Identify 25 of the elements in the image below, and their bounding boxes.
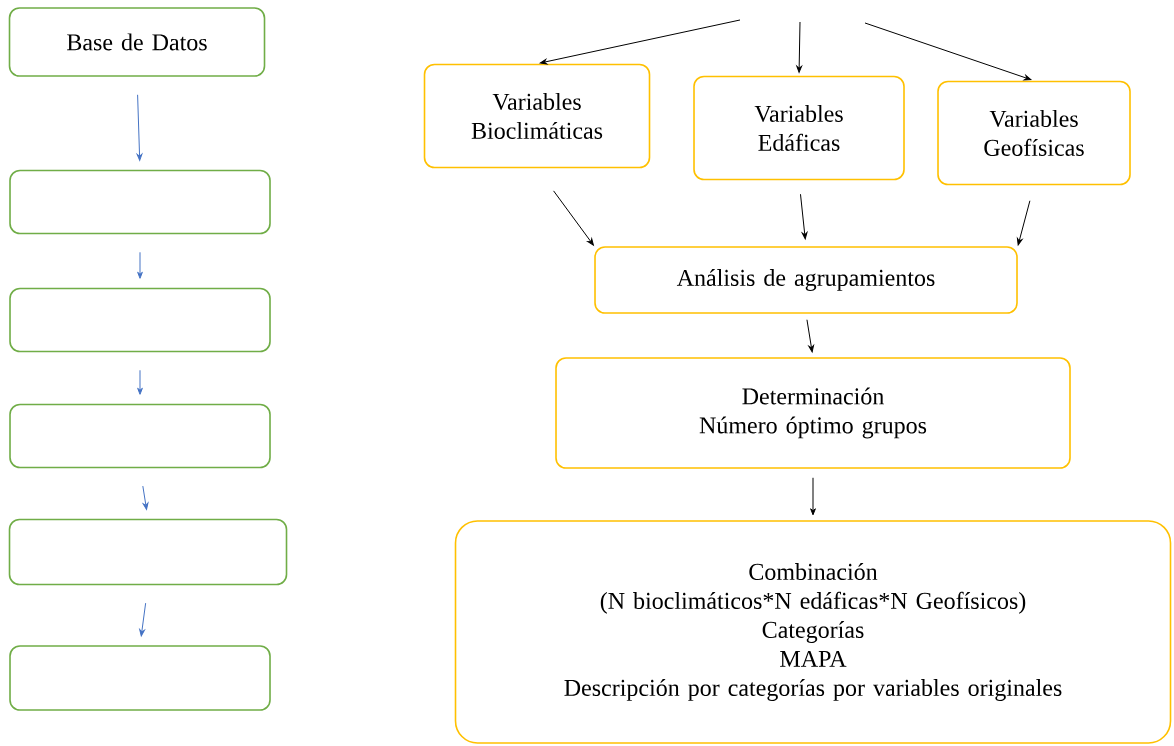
empty-box <box>9 403 271 469</box>
process-box: Base de Datos <box>8 7 266 77</box>
process-box: Combinación (N bioclimáticos*N edáficas*N Geofísicos) Categorías MAPA Descripción por categorías por variables originales <box>454 520 1172 744</box>
arrow <box>539 19 741 65</box>
arrow <box>806 319 815 353</box>
process-box: Análisis de agrupamientos <box>594 246 1018 314</box>
empty-box <box>9 169 271 235</box>
arrow <box>137 251 143 279</box>
arrow <box>142 485 149 510</box>
arrow <box>136 94 143 161</box>
arrow <box>139 602 147 637</box>
process-box: Variables Geofísicas <box>937 80 1131 186</box>
arrow <box>810 477 816 516</box>
arrow <box>796 21 803 73</box>
empty-box <box>8 518 288 586</box>
process-box: Determinación Número óptimo grupos <box>555 357 1071 469</box>
arrow <box>800 193 808 240</box>
process-box: Variables Bioclimáticas <box>423 63 651 169</box>
arrow <box>864 22 1032 81</box>
arrow <box>1016 200 1031 246</box>
empty-box <box>9 287 271 353</box>
process-box: Variables Edáficas <box>693 75 905 181</box>
arrow <box>553 190 594 246</box>
arrow <box>137 369 143 395</box>
empty-box <box>9 645 271 711</box>
